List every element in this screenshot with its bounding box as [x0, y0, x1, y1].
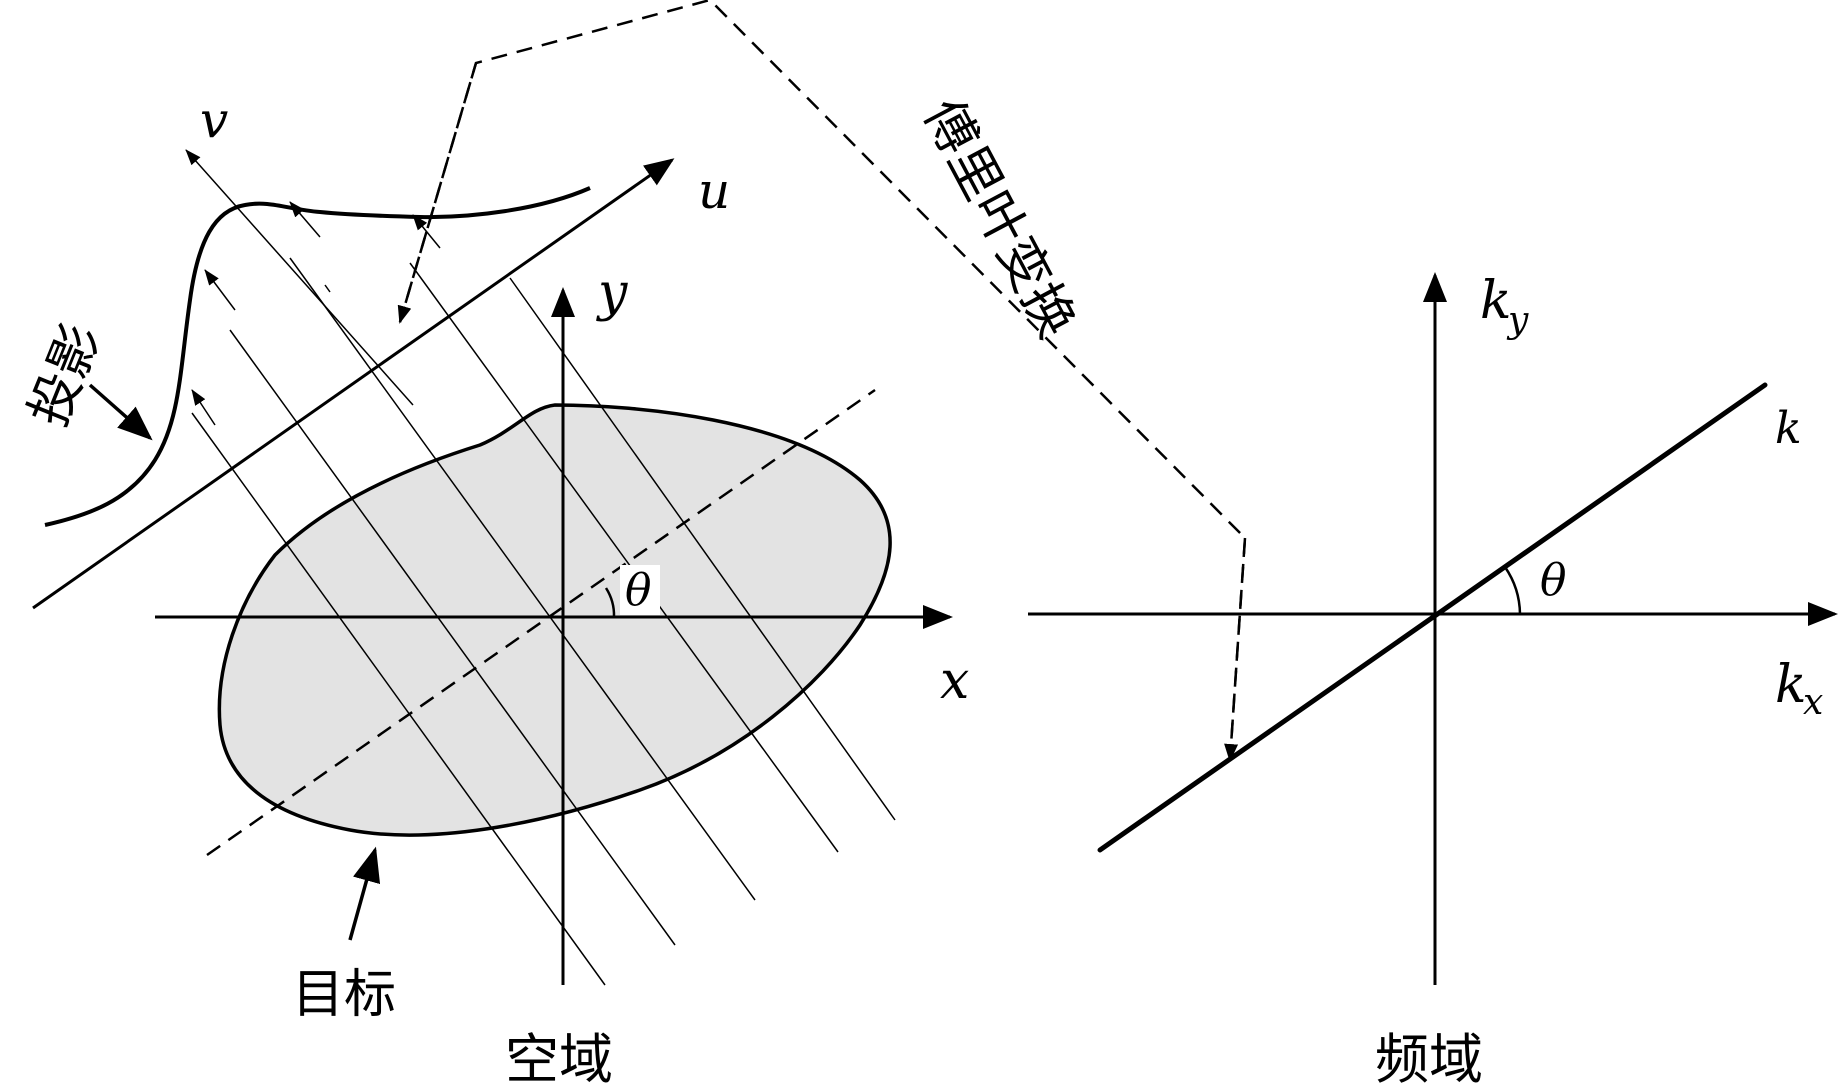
projection-label-arrow	[88, 383, 153, 441]
theta-arc-frequency	[1503, 566, 1522, 615]
svg-text:k: k	[1480, 271, 1512, 331]
theta-arc-spatial	[604, 587, 616, 618]
u-axis	[32, 158, 675, 610]
spatial-domain-label: 空域	[505, 1028, 613, 1084]
theta-label-frequency: θ	[1540, 555, 1567, 606]
k-line	[1097, 382, 1768, 853]
target-label-arrow	[348, 846, 381, 941]
y-axis-label: y	[596, 263, 628, 323]
ray-arrow	[191, 389, 216, 426]
fourier-transform-label: 傅里叶变换	[912, 90, 1087, 348]
projection-ray	[289, 257, 756, 901]
projection-ray	[229, 329, 676, 946]
svg-text:y: y	[1506, 300, 1529, 341]
projection-ray	[509, 277, 896, 821]
projection-ray	[409, 262, 839, 853]
projection-rays	[191, 257, 896, 986]
fourier-transform-path-top	[397, 62, 478, 324]
projection-direction-line	[206, 388, 876, 857]
projection-curve	[44, 186, 591, 527]
ray-arrow	[204, 269, 236, 311]
svg-text:k: k	[1775, 655, 1807, 715]
v-axis-label: v	[200, 91, 228, 149]
theta-label-bg	[620, 565, 660, 615]
target-label: 目标	[292, 965, 396, 1025]
kx-axis-label: k x	[1775, 655, 1823, 723]
svg-text:x: x	[1803, 682, 1823, 723]
projection-label: 投影	[18, 316, 113, 435]
x-axis-label: x	[940, 651, 969, 711]
projection-ray	[324, 284, 331, 293]
theta-label-spatial: θ	[625, 565, 652, 616]
v-axis	[185, 149, 414, 406]
u-axis-label: u	[698, 162, 730, 220]
ray-arrow	[412, 214, 441, 249]
target-object	[217, 403, 892, 837]
projection-ray	[191, 412, 606, 986]
ky-axis-label: k y	[1480, 271, 1529, 341]
ray-arrow	[289, 201, 321, 238]
frequency-domain-label: 频域	[1375, 1028, 1483, 1084]
fourier-transform-arrow	[1224, 537, 1247, 762]
k-line-label: k	[1775, 403, 1802, 454]
